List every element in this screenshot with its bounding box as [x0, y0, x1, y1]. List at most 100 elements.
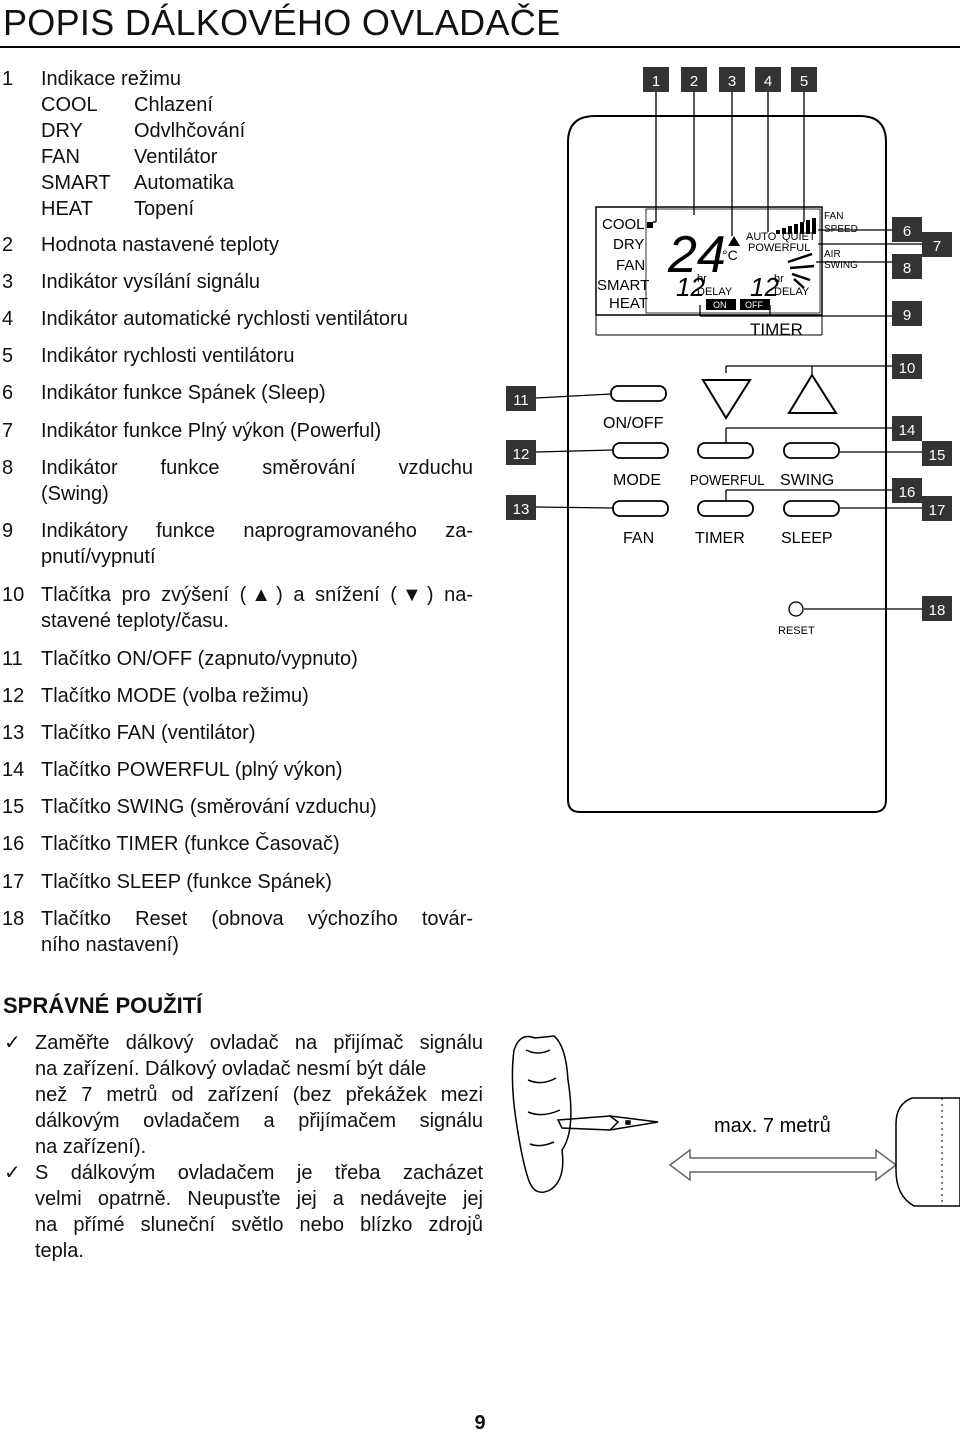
item-text: Tlačítko Reset (obnova výchozího továr-	[41, 908, 473, 930]
remote-diagram: COOL DRY FAN SMART HEAT 24 °C AUTO QUIET…	[506, 67, 952, 813]
timer-button[interactable]	[697, 500, 754, 517]
down-triangle-icon: ▼	[396, 584, 427, 606]
lcd-screen	[595, 206, 823, 316]
svg-text:14: 14	[899, 422, 916, 439]
on-off-button[interactable]	[610, 385, 667, 402]
up-button[interactable]	[787, 373, 838, 414]
svg-text:6: 6	[903, 223, 911, 240]
item-number: 11	[2, 648, 23, 670]
callout-top: 1 2 3 4 5	[643, 67, 817, 92]
item-text: stavené teploty/času.	[41, 610, 229, 632]
item-number: 14	[2, 759, 25, 781]
item-number: 10	[2, 584, 25, 606]
svg-text:2: 2	[690, 73, 698, 90]
lcd-timer-off-digits: 12	[750, 272, 779, 302]
svg-text:15: 15	[929, 447, 946, 464]
item-text: Indikátor vysílání signálu	[41, 271, 261, 293]
lcd-mode: SMART	[597, 277, 649, 294]
distance-illustration: max. 7 metrů	[511, 1035, 960, 1207]
item-number: 5	[2, 345, 14, 367]
item-text: Indikátor funkce směrování vzduchu	[41, 457, 473, 479]
svg-text:17: 17	[929, 502, 946, 519]
hand-with-remote-icon	[511, 1035, 659, 1193]
callout-left: 11 12 13	[506, 386, 536, 520]
item-number: 13	[2, 722, 25, 744]
lcd-mode: HEAT	[609, 295, 648, 312]
remote-body	[567, 115, 887, 813]
svg-text:1: 1	[652, 73, 660, 90]
lcd-mode: FAN	[616, 257, 645, 274]
item-text: Indikace režimu	[41, 68, 182, 90]
lcd-temperature: 24	[667, 226, 726, 284]
item-text: Tlačítko POWERFUL (plný výkon)	[41, 759, 343, 781]
mode-desc: Chlazení	[134, 94, 213, 116]
item-number: 2	[2, 234, 14, 256]
item-text: Tlačítko SLEEP (funkce Spánek)	[41, 871, 332, 893]
item-number: 9	[2, 520, 14, 542]
svg-text:13: 13	[513, 501, 530, 518]
svg-text:10: 10	[899, 360, 916, 377]
lcd-fan-speed-1: FAN	[824, 211, 843, 222]
page-number: 9	[474, 1412, 486, 1434]
check-icon: ✓	[4, 1032, 21, 1054]
item-text: Tlačítko ON/OFF (zapnuto/vypnuto)	[41, 648, 358, 670]
mode-button[interactable]	[612, 442, 669, 459]
item-text: Tlačítko MODE (volba režimu)	[41, 685, 309, 707]
powerful-button[interactable]	[697, 442, 754, 459]
list-item: ✓ S dálkovým ovladačem je třeba zacházet…	[0, 1160, 490, 1264]
lcd-timer: TIMER	[750, 320, 803, 339]
mode-code: FAN	[41, 146, 80, 168]
bullet-list: ✓ Zaměřte dálkový ovladač na přijímač si…	[0, 1030, 490, 1264]
swing-icon	[787, 252, 815, 289]
lcd-delay: DELAY	[697, 286, 733, 298]
leader-lines	[535, 92, 922, 610]
svg-text:8: 8	[903, 260, 911, 277]
item-text: ního nastavení)	[41, 934, 179, 956]
mode-code: HEAT	[41, 198, 93, 220]
item-number: 4	[2, 308, 14, 330]
lcd-on: ON	[713, 300, 727, 310]
svg-text:9: 9	[903, 307, 911, 324]
item-number: 6	[2, 382, 14, 404]
item-text: (Swing)	[41, 483, 109, 505]
lcd-quiet: QUIET	[782, 231, 816, 243]
mode-code: COOL	[41, 94, 98, 116]
lcd-powerful: POWERFUL	[748, 242, 810, 254]
callout-right: 6 7 8 9 10 14 15 16 17 18	[892, 217, 952, 621]
page-title: POPIS DÁLKOVÉHO OVLADAČE	[3, 2, 561, 43]
item-number: 1	[2, 68, 14, 90]
item-text: Indikátor automatické rychlosti ventilát…	[41, 308, 408, 330]
on-badge	[706, 299, 736, 310]
timer-label: TIMER	[695, 530, 745, 547]
distance-arrow	[668, 1148, 898, 1182]
svg-text:12: 12	[513, 446, 530, 463]
fan-button[interactable]	[612, 500, 669, 517]
down-button[interactable]	[701, 379, 752, 420]
item-text: Tlačítko FAN (ventilátor)	[41, 722, 256, 744]
item-number: 15	[2, 796, 25, 818]
lcd-delay: DELAY	[774, 286, 810, 298]
section-heading: SPRÁVNÉ POUŽITÍ	[3, 993, 203, 1018]
off-badge	[740, 299, 770, 310]
mode-code: DRY	[41, 120, 83, 142]
svg-text:7: 7	[933, 238, 941, 255]
reset-button[interactable]	[788, 601, 804, 617]
item-text: Tlačítko SWING (směrování vzduchu)	[41, 796, 377, 818]
check-icon: ✓	[4, 1162, 21, 1184]
mode-desc: Odvlhčování	[134, 120, 246, 142]
swing-button[interactable]	[783, 442, 840, 459]
lcd-off: OFF	[745, 300, 763, 310]
item-text: Tlačítka pro zvýšení (▲) a snížení (▼) n…	[41, 584, 473, 606]
item-text: Indikátor rychlosti ventilátoru	[41, 345, 295, 367]
lcd-degree: °C	[722, 247, 738, 263]
list-item: ✓ Zaměřte dálkový ovladač na přijímač si…	[0, 1030, 490, 1160]
title-rule	[0, 46, 960, 48]
lcd-air-swing-2: SWING	[824, 260, 858, 271]
lcd-hr: hr	[697, 273, 707, 285]
sleep-button[interactable]	[783, 500, 840, 517]
lcd-mode: COOL	[602, 216, 645, 233]
item-number: 8	[2, 457, 14, 479]
on-off-label: ON/OFF	[603, 415, 664, 432]
signal-icon	[728, 236, 740, 246]
svg-text:3: 3	[728, 73, 736, 90]
